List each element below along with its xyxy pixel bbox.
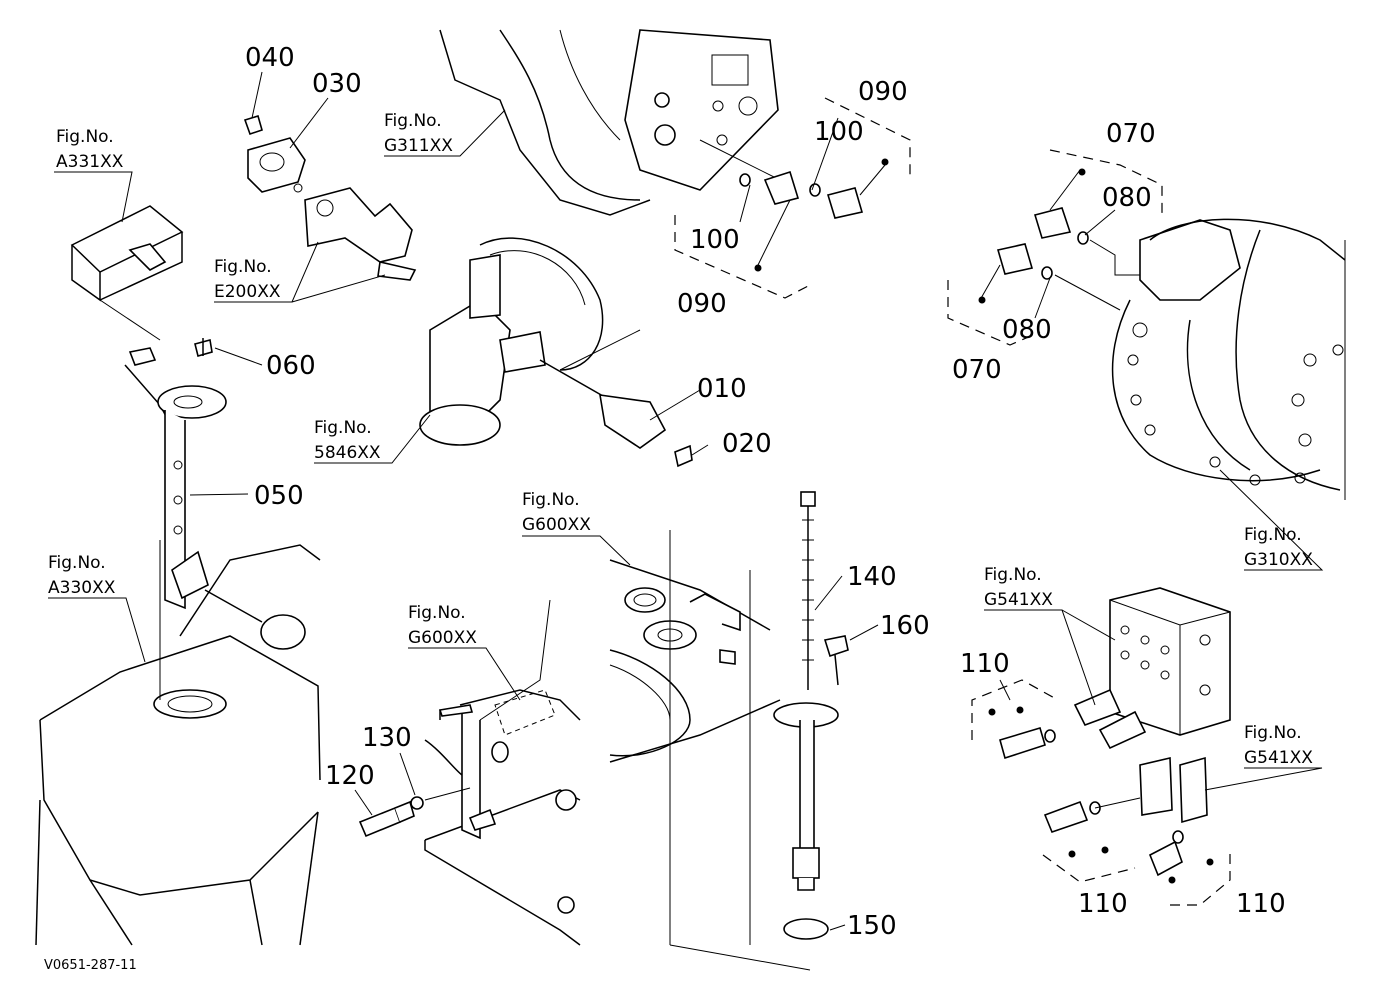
svg-text:Fig.No.: Fig.No. bbox=[384, 111, 442, 131]
figure-leader-lines bbox=[48, 109, 1324, 791]
part-number-130: 130 bbox=[362, 723, 412, 753]
part-number-070-top: 070 bbox=[1106, 119, 1156, 149]
figref-a331: Fig.No. A331XX bbox=[56, 127, 124, 172]
figref-g541b: Fig.No. G541XX bbox=[1244, 723, 1313, 768]
svg-text:Fig.No.: Fig.No. bbox=[48, 553, 106, 573]
switch-set-070-drawing bbox=[979, 169, 1140, 311]
group-090-top bbox=[824, 97, 911, 175]
part-number-140: 140 bbox=[847, 562, 897, 592]
svg-text:Fig.No.: Fig.No. bbox=[56, 127, 114, 147]
travel-motor-g311-drawing bbox=[439, 29, 781, 216]
level-gauge-drawing bbox=[669, 491, 849, 971]
svg-text:Fig.No.: Fig.No. bbox=[214, 257, 272, 277]
part-number-090-bottom: 090 bbox=[677, 289, 727, 319]
travel-motor-g310-drawing bbox=[1111, 218, 1346, 500]
svg-text:G310XX: G310XX bbox=[1244, 550, 1313, 570]
part-number-090-top: 090 bbox=[858, 77, 908, 107]
part-number-010: 010 bbox=[697, 374, 747, 404]
svg-text:5846XX: 5846XX bbox=[314, 443, 381, 463]
svg-text:Fig.No.: Fig.No. bbox=[522, 490, 580, 510]
part-number-080-top: 080 bbox=[1102, 183, 1152, 213]
svg-text:Fig.No.: Fig.No. bbox=[1244, 525, 1302, 545]
leader-dots bbox=[754, 158, 1214, 884]
figref-g600a: Fig.No. G600XX bbox=[522, 490, 591, 535]
group-110-mid bbox=[1042, 854, 1136, 883]
frame-g600b-drawing bbox=[424, 599, 581, 946]
part-number-110-middle: 110 bbox=[1078, 889, 1128, 919]
figref-g311: Fig.No. G311XX bbox=[384, 111, 453, 156]
svg-text:Fig.No.: Fig.No. bbox=[1244, 723, 1302, 743]
bracket-a331-drawing bbox=[70, 205, 184, 341]
figref-g600b: Fig.No. G600XX bbox=[408, 603, 477, 648]
figref-g541a: Fig.No. G541XX bbox=[984, 565, 1053, 610]
switch-bracket-drawing bbox=[243, 114, 417, 281]
switch-set-090-drawing bbox=[739, 164, 886, 266]
part-number-160: 160 bbox=[880, 611, 930, 641]
svg-text:G311XX: G311XX bbox=[384, 136, 453, 156]
group-090-bottom bbox=[674, 215, 811, 299]
part-number-110-right: 110 bbox=[1236, 889, 1286, 919]
part-number-020: 020 bbox=[722, 429, 772, 459]
group-110-left bbox=[971, 679, 1059, 740]
svg-text:E200XX: E200XX bbox=[214, 282, 281, 302]
part-number-080-bottom: 080 bbox=[1002, 315, 1052, 345]
pump-assembly-drawing bbox=[419, 237, 693, 468]
part-number-030: 030 bbox=[312, 69, 362, 99]
part-number-150: 150 bbox=[847, 911, 897, 941]
part-number-050: 050 bbox=[254, 481, 304, 511]
svg-text:G600XX: G600XX bbox=[522, 515, 591, 535]
part-leader-lines bbox=[189, 71, 1116, 931]
group-070-top bbox=[1049, 149, 1163, 218]
svg-text:G541XX: G541XX bbox=[984, 590, 1053, 610]
fuel-sender-drawing bbox=[124, 338, 306, 650]
fuel-tank-drawing bbox=[35, 540, 321, 946]
svg-text:Fig.No.: Fig.No. bbox=[408, 603, 466, 623]
svg-text:A330XX: A330XX bbox=[48, 578, 116, 598]
svg-text:G600XX: G600XX bbox=[408, 628, 477, 648]
svg-text:Fig.No.: Fig.No. bbox=[984, 565, 1042, 585]
figref-e200: Fig.No. E200XX bbox=[214, 257, 281, 302]
part-number-110-left: 110 bbox=[960, 649, 1010, 679]
valve-block-drawing bbox=[999, 587, 1231, 877]
sensor-120-drawing bbox=[358, 787, 471, 838]
part-number-120: 120 bbox=[325, 761, 375, 791]
figref-g310: Fig.No. G310XX bbox=[1244, 525, 1313, 570]
figref-a330: Fig.No. A330XX bbox=[48, 553, 116, 598]
svg-text:Fig.No.: Fig.No. bbox=[314, 418, 372, 438]
part-number-070-bottom: 070 bbox=[952, 355, 1002, 385]
part-number-100-top: 100 bbox=[814, 117, 864, 147]
frame-g600-drawing bbox=[609, 559, 781, 763]
svg-text:A331XX: A331XX bbox=[56, 152, 124, 172]
drawing-code: V0651-287-11 bbox=[44, 958, 137, 973]
group-070-bottom bbox=[947, 280, 1041, 346]
part-number-100-bottom: 100 bbox=[690, 225, 740, 255]
figref-5846: Fig.No. 5846XX bbox=[314, 418, 381, 463]
part-number-040: 040 bbox=[245, 43, 295, 73]
svg-text:G541XX: G541XX bbox=[1244, 748, 1313, 768]
part-number-060: 060 bbox=[266, 351, 316, 381]
